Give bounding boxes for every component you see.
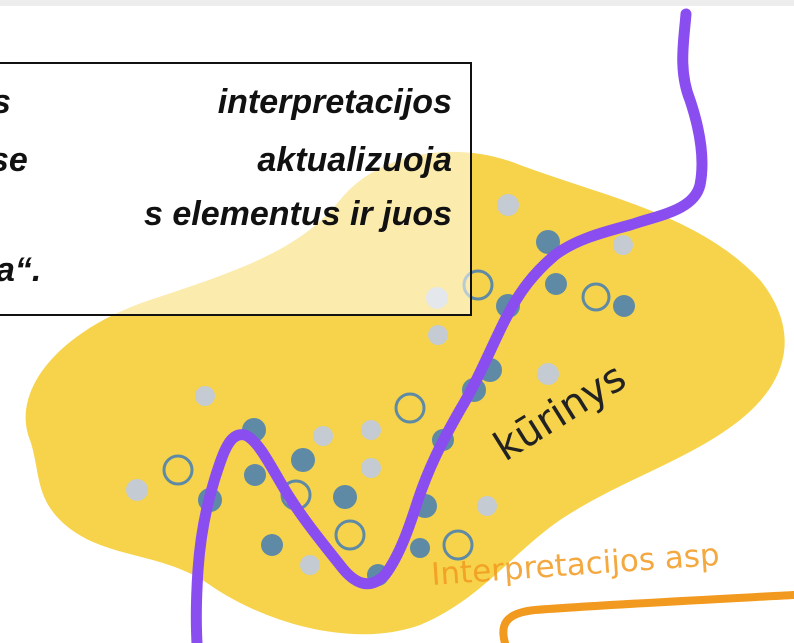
quote-line-2-end: aktualizuoja bbox=[257, 141, 452, 179]
aspect-line bbox=[499, 591, 794, 643]
quote-box: s interpretacijos se aktualizuoja s elem… bbox=[0, 62, 472, 316]
artwork-blob bbox=[25, 151, 785, 635]
quote-line-1: s interpretacijos bbox=[0, 82, 452, 122]
quote-line-2: se aktualizuoja bbox=[0, 140, 452, 180]
quote-line-3: s elementus ir juos bbox=[144, 195, 452, 233]
quote-line-1-start: s bbox=[0, 82, 11, 122]
quote-line-1-end: interpretacijos bbox=[217, 83, 452, 121]
top-strip bbox=[0, 0, 794, 6]
quote-line-4: a“. bbox=[0, 251, 42, 289]
quote-line-2-start: se bbox=[0, 141, 28, 179]
interpretation-path bbox=[190, 8, 708, 643]
